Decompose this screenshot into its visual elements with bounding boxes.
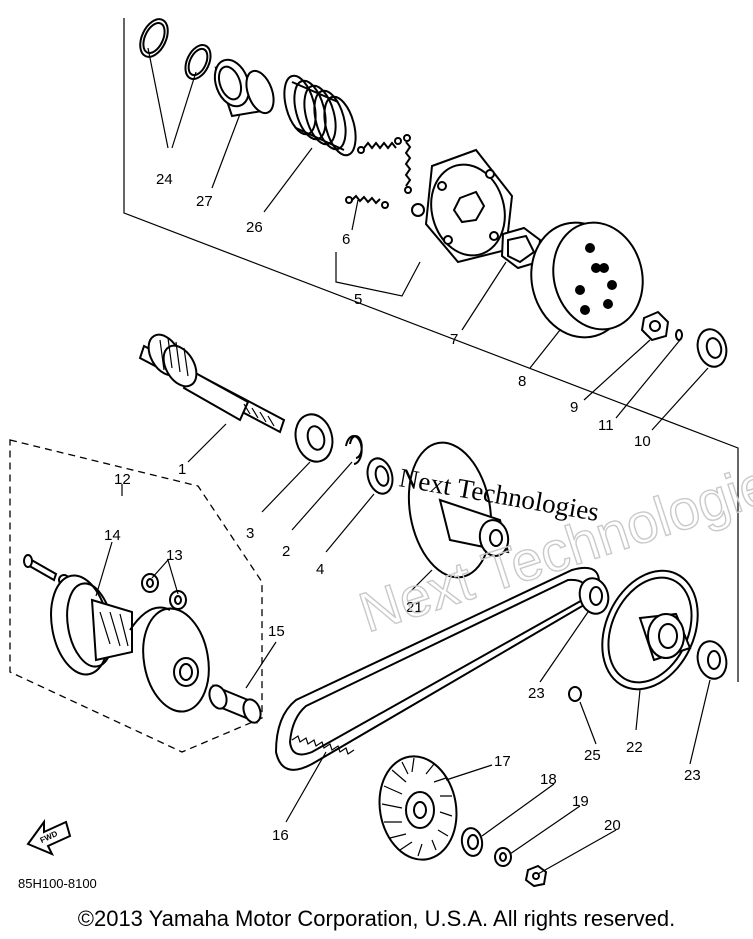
circlip[interactable]: [345, 435, 363, 465]
upper-assembly-boundary: [123, 18, 739, 682]
callout-23-right: 23: [684, 767, 701, 784]
callout-27: 27: [196, 193, 213, 210]
fan-washer[interactable]: [460, 826, 485, 857]
callout-25: 25: [584, 747, 601, 764]
clutch-spring-upper[interactable]: [357, 137, 402, 154]
primary-sliding-sheave[interactable]: [129, 603, 217, 717]
secondary-fixed-sheave[interactable]: [399, 436, 511, 584]
callout-15: 15: [268, 623, 285, 640]
sheave-sleeve[interactable]: [206, 683, 263, 725]
cooling-fan[interactable]: [372, 750, 465, 866]
callout-20: 20: [604, 817, 621, 834]
callout-22: 22: [626, 739, 643, 756]
guide-pin[interactable]: [568, 686, 582, 702]
callout-19: 19: [572, 793, 589, 810]
collar[interactable]: [209, 55, 279, 118]
callout-18: 18: [540, 771, 557, 788]
clutch-spring-lower[interactable]: [345, 194, 389, 209]
callout-12: 12: [114, 471, 131, 488]
pulley-bearing-right[interactable]: [694, 638, 731, 682]
clutch-housing[interactable]: [519, 212, 655, 349]
fan-lock-washer[interactable]: [494, 847, 512, 867]
callout-8: 8: [518, 373, 526, 390]
callout-4: 4: [316, 561, 324, 578]
forward-direction-arrow: FWD: [26, 818, 72, 856]
callout-14: 14: [104, 527, 121, 544]
callout-13: 13: [166, 547, 183, 564]
primary-sheave-assembly-boundary: [9, 439, 263, 753]
oil-seal[interactable]: [364, 456, 396, 497]
o-ring-pair[interactable]: [135, 15, 216, 83]
compression-spring[interactable]: [279, 72, 362, 158]
primary-fixed-sheave[interactable]: [44, 571, 133, 679]
callout-9: 9: [570, 399, 578, 416]
housing-bearing[interactable]: [694, 326, 731, 370]
callout-16: 16: [272, 827, 289, 844]
callout-6: 6: [342, 231, 350, 248]
exploded-parts-diagram: FWD 24 27 26 6 5 7 8 9 11: [9, 15, 753, 891]
callout-7: 7: [450, 331, 458, 348]
weight-rollers[interactable]: [141, 573, 187, 610]
callout-2: 2: [282, 543, 290, 560]
fan-nut[interactable]: [524, 864, 548, 888]
callout-23-left: 23: [528, 685, 545, 702]
callout-1: 1: [178, 461, 186, 478]
clutch-spring-middle[interactable]: [403, 134, 412, 194]
callout-11: 11: [598, 417, 614, 434]
housing-washer[interactable]: [675, 329, 683, 341]
drive-shaft[interactable]: [138, 329, 286, 434]
pulley-bearing-left[interactable]: [576, 575, 612, 617]
copyright-notice: ©2013 Yamaha Motor Corporation, U.S.A. A…: [77, 906, 676, 931]
callout-3: 3: [246, 525, 254, 542]
housing-nut[interactable]: [640, 310, 670, 342]
callout-21: 21: [406, 599, 423, 616]
callout-10: 10: [634, 433, 651, 450]
secondary-sliding-sheave[interactable]: [584, 555, 716, 705]
callout-17: 17: [494, 753, 511, 770]
clutch-carrier[interactable]: [411, 148, 515, 264]
shaft-bearing[interactable]: [290, 410, 337, 466]
callout-5: 5: [354, 291, 362, 308]
v-belt[interactable]: [274, 567, 600, 771]
callout-24: 24: [156, 171, 173, 188]
diagram-code: 85H100-8100: [18, 876, 97, 891]
leader-lines: [95, 47, 711, 875]
callout-26: 26: [246, 219, 263, 236]
